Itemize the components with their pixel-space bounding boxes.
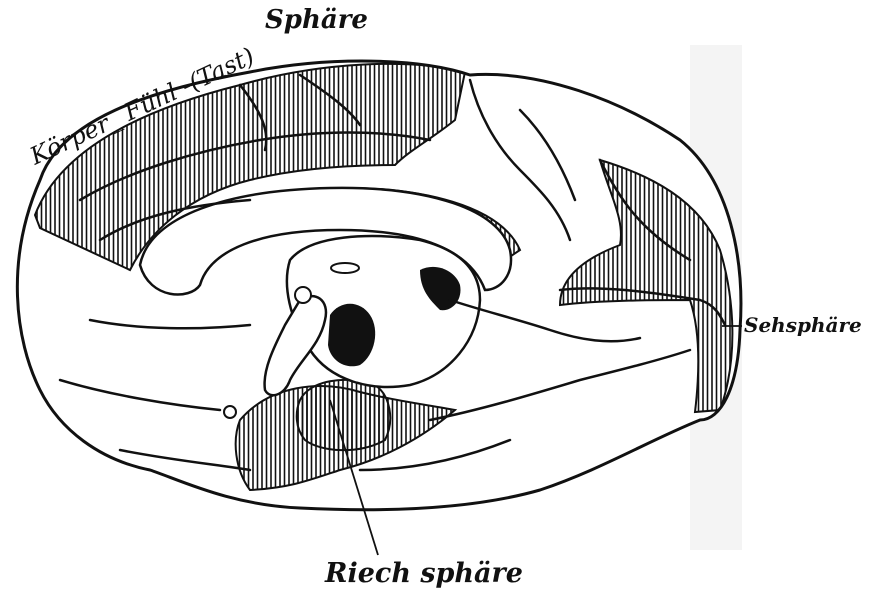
- sphaere-label: Sphäre: [265, 5, 368, 35]
- riech-label: Riech sphäre: [324, 558, 523, 589]
- optic-chiasm: [224, 406, 236, 418]
- hippocampal-region: [297, 380, 390, 450]
- pineal-body: [295, 287, 311, 303]
- interthalamic-adhesion: [331, 263, 359, 273]
- seh-label: Sehsphäre: [744, 313, 862, 337]
